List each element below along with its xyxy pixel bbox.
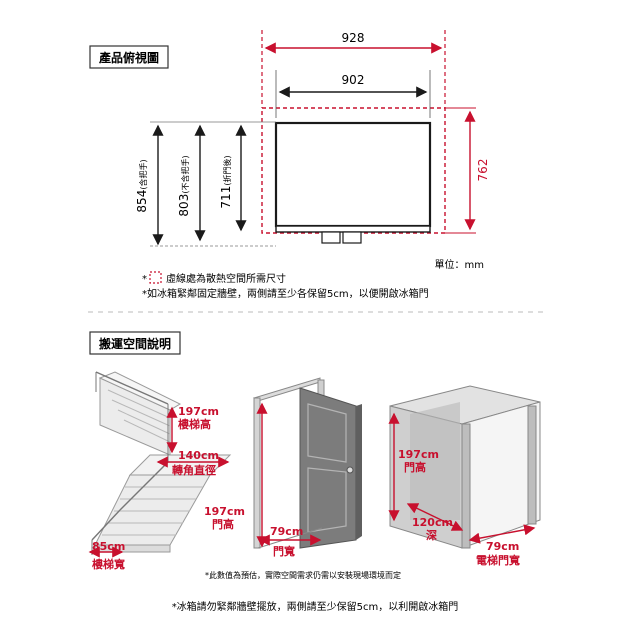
- door-width-value: 79cm: [270, 525, 303, 538]
- elevator-depth-value: 120cm: [412, 516, 453, 529]
- top-view-title-box: [89, 45, 169, 69]
- dim-803-note: (不含把手): [180, 155, 190, 193]
- dim-854-value: 854: [135, 190, 149, 213]
- transport-title-box: [89, 331, 181, 355]
- dim-902-label: 902: [342, 73, 365, 87]
- note-wall-text: *如冰箱緊鄰固定牆壁，兩側請至少各保留5cm，以便開啟冰箱門: [142, 287, 429, 300]
- fridge-handle-left: [321, 231, 341, 244]
- elevator-height-value: 197cm: [398, 448, 439, 461]
- stair-height-value: 197cm: [178, 405, 219, 418]
- door-height-label: 門高: [212, 517, 234, 531]
- door-height-value: 197cm: [204, 505, 245, 518]
- stair-height-label: 樓梯高: [178, 417, 211, 431]
- stair-width-label: 樓梯寬: [92, 557, 125, 571]
- fridge-door-strip: [275, 225, 431, 233]
- dim-928-label: 928: [342, 31, 365, 45]
- elevator-width-value: 79cm: [486, 540, 519, 553]
- dim-854-note: (含把手): [138, 159, 148, 189]
- turn-diameter-label: 轉角直徑: [172, 463, 216, 477]
- dim-711-value: 711: [219, 186, 233, 209]
- dim-803-label: 803(不含把手): [177, 155, 191, 216]
- elevator-height-label: 門高: [404, 460, 426, 474]
- transport-section: 搬運空間說明: [88, 331, 541, 613]
- unit-label: 單位：mm: [435, 258, 484, 271]
- note-asterisk: *: [142, 274, 147, 285]
- turn-diameter-value: 140cm: [178, 449, 219, 462]
- note-dashed-text: 虛線處為散熱空間所需尺寸: [166, 272, 286, 285]
- dim-711-label: 711(折門後): [219, 155, 233, 208]
- dim-762-label: 762: [476, 159, 490, 182]
- elevator-depth-arrow: [406, 503, 464, 531]
- top-view-section: 產品俯視圖 928 902 762 854(含把手) 803(不含把手): [89, 30, 490, 300]
- fridge-handle-right: [342, 231, 362, 244]
- estimate-note: *此數值為預估，實際空間需求仍需以安裝現場環境而定: [205, 570, 401, 580]
- elevator-depth-label: 深: [426, 528, 437, 542]
- dim-711-note: (折門後): [222, 155, 232, 185]
- fridge-body: [274, 121, 432, 228]
- door-width-label: 門寬: [273, 544, 295, 558]
- dim-854-label: 854(含把手): [135, 159, 149, 212]
- bottom-note: *冰箱請勿緊鄰牆壁擺放，兩側請至少保留5cm，以利開啟冰箱門: [172, 600, 459, 613]
- door-illustration: [252, 377, 362, 549]
- staircase-illustration: [91, 371, 232, 555]
- elevator-width-arrow: [468, 524, 536, 544]
- note-dashed-swatch: [149, 271, 162, 284]
- top-view-title: 產品俯視圖: [98, 50, 159, 65]
- elevator-width-label: 電梯門寬: [476, 553, 520, 567]
- transport-title: 搬運空間說明: [99, 336, 171, 351]
- dim-803-value: 803: [177, 194, 191, 217]
- stair-width-value: 85cm: [92, 540, 125, 553]
